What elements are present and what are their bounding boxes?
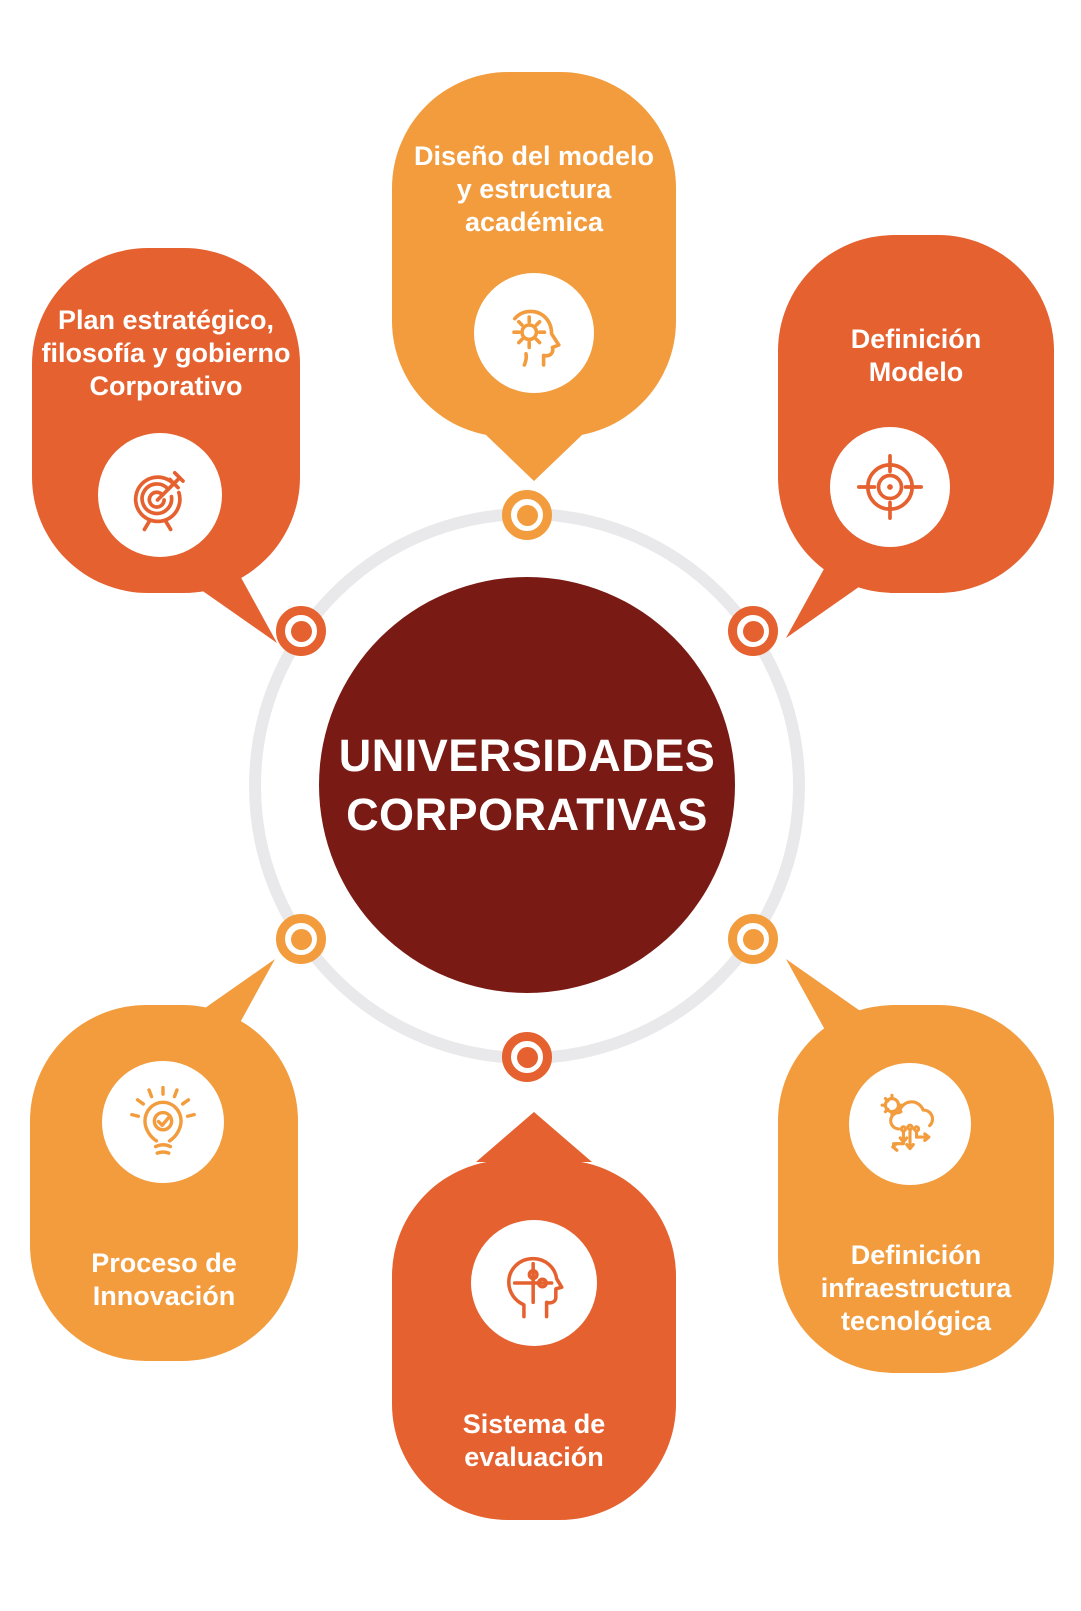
node-label-line: Plan estratégico, (57, 305, 275, 335)
node-label-line: Sistema de (462, 1409, 606, 1439)
icon-badge (474, 273, 594, 393)
node-label-line: tecnológica (840, 1305, 992, 1336)
cloud-gear-circuit-icon (880, 1093, 935, 1152)
icon-badge (849, 1063, 971, 1185)
node-label: Plan estratégico, filosofía y gobierno C… (32, 304, 300, 403)
connector-dot-lower-right (728, 914, 778, 964)
node-diseno-modelo-academico: Diseño del modelo y estructura académica (392, 72, 676, 481)
node-label: Diseño del modelo y estructura académica (392, 140, 676, 239)
icon-badge (102, 1061, 224, 1183)
connector-dot-upper-left (276, 606, 326, 656)
node-plan-estrategico: Plan estratégico, filosofía y gobierno C… (32, 248, 300, 643)
node-label-line: Definición (850, 324, 982, 354)
node-label-line: Corporativo (89, 370, 243, 401)
connector-dot-top (502, 490, 552, 540)
bubble-tail (486, 435, 582, 481)
center-circle: UNIVERSIDADES CORPORATIVAS (319, 577, 735, 993)
connector-dot-upper-right (728, 606, 778, 656)
node-label: Definición Modelo (778, 323, 1054, 389)
node-definicion-modelo: Definición Modelo (778, 235, 1054, 638)
connector-dot-lower-left (276, 914, 326, 964)
node-label-line: Definición (850, 1240, 982, 1270)
node-sistema-evaluacion: Sistema de evaluación (392, 1112, 676, 1520)
node-proceso-innovacion: Proceso de Innovación (30, 959, 298, 1361)
connector-dot-bottom (502, 1032, 552, 1082)
node-label-line: Innovación (92, 1280, 236, 1311)
center-title-line: UNIVERSIDADES (338, 729, 716, 781)
node-label-line: Modelo (868, 356, 964, 387)
center-title-line: CORPORATIVAS (346, 789, 708, 840)
icon-badge (830, 427, 950, 547)
node-label-line: académica (464, 206, 604, 237)
node-label-line: filosofía y gobierno (41, 337, 291, 368)
bubble-tail (476, 1112, 592, 1162)
node-label: Definición infraestructura tecnológica (778, 1239, 1054, 1338)
crosshair-target-icon (856, 453, 924, 521)
head-gear-icon (512, 309, 561, 367)
node-label-line: Proceso de (91, 1248, 237, 1278)
icon-badge (471, 1220, 597, 1346)
center-title: UNIVERSIDADES CORPORATIVAS (339, 726, 716, 845)
node-label: Proceso de Innovación (30, 1247, 298, 1313)
icon-badge (98, 433, 222, 557)
node-definicion-infraestructura: Definición infraestructura tecnológica (778, 959, 1054, 1373)
node-label: Sistema de evaluación (392, 1408, 676, 1474)
lightbulb-check-icon (130, 1085, 196, 1155)
dart-target-icon (133, 471, 185, 532)
node-label-line: infraestructura (820, 1272, 1012, 1303)
puzzle-head-icon (507, 1256, 564, 1319)
node-label-line: y estructura (456, 173, 612, 204)
node-label-line: evaluación (464, 1441, 604, 1472)
node-label-line: Diseño del modelo (413, 141, 655, 171)
